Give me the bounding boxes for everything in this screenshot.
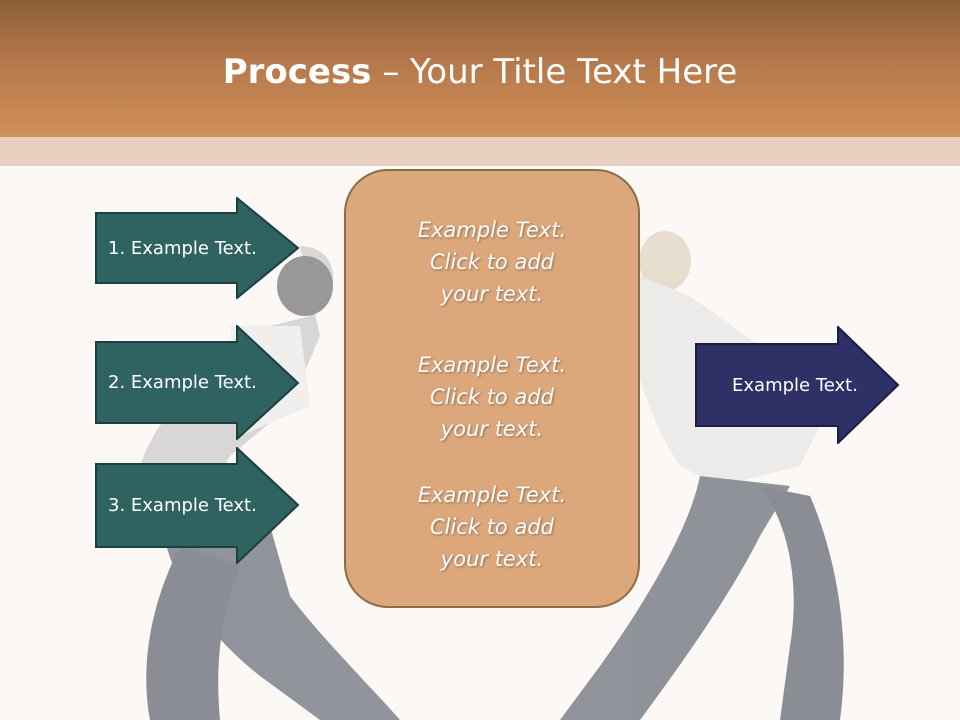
arrow-shape: [95, 447, 300, 564]
arrow-label: 2. Example Text.: [108, 372, 257, 393]
process-step-arrow[interactable]: 2. Example Text.: [95, 325, 300, 440]
center-line: Example Text.: [417, 483, 567, 507]
center-line: your text.: [440, 282, 544, 306]
dancers-background-image: [140, 231, 844, 720]
center-line: your text.: [440, 417, 544, 441]
center-line: Click to add: [429, 250, 554, 274]
center-line: Example Text.: [417, 353, 567, 377]
arrow-shape: [695, 326, 900, 444]
center-line: Click to add: [429, 515, 554, 539]
arrow-label: 1. Example Text.: [108, 237, 257, 259]
center-text-block: Example Text. Click to add your text.: [346, 479, 638, 575]
arrow-shape: [95, 325, 300, 440]
title-underband: [0, 137, 960, 166]
center-line: Click to add: [429, 385, 554, 409]
slide-title[interactable]: Process – Your Title Text Here: [0, 52, 960, 92]
title-rest: – Your Title Text Here: [371, 52, 738, 92]
process-step-arrow[interactable]: 1. Example Text.: [95, 197, 300, 299]
result-arrow[interactable]: Example Text.: [695, 326, 900, 444]
center-line: Example Text.: [417, 218, 567, 242]
arrow-label: Example Text.: [732, 374, 858, 396]
center-line: your text.: [440, 547, 544, 571]
center-text-box[interactable]: Example Text. Click to add your text. Ex…: [344, 169, 640, 608]
process-step-arrow[interactable]: 3. Example Text.: [95, 447, 300, 564]
title-banner: [0, 0, 960, 137]
arrow-label: 3. Example Text.: [108, 495, 257, 516]
arrow-shape: [95, 197, 300, 299]
center-text-block: Example Text. Click to add your text.: [346, 214, 638, 310]
center-text-block: Example Text. Click to add your text.: [346, 349, 638, 445]
title-bold: Process: [222, 52, 372, 92]
